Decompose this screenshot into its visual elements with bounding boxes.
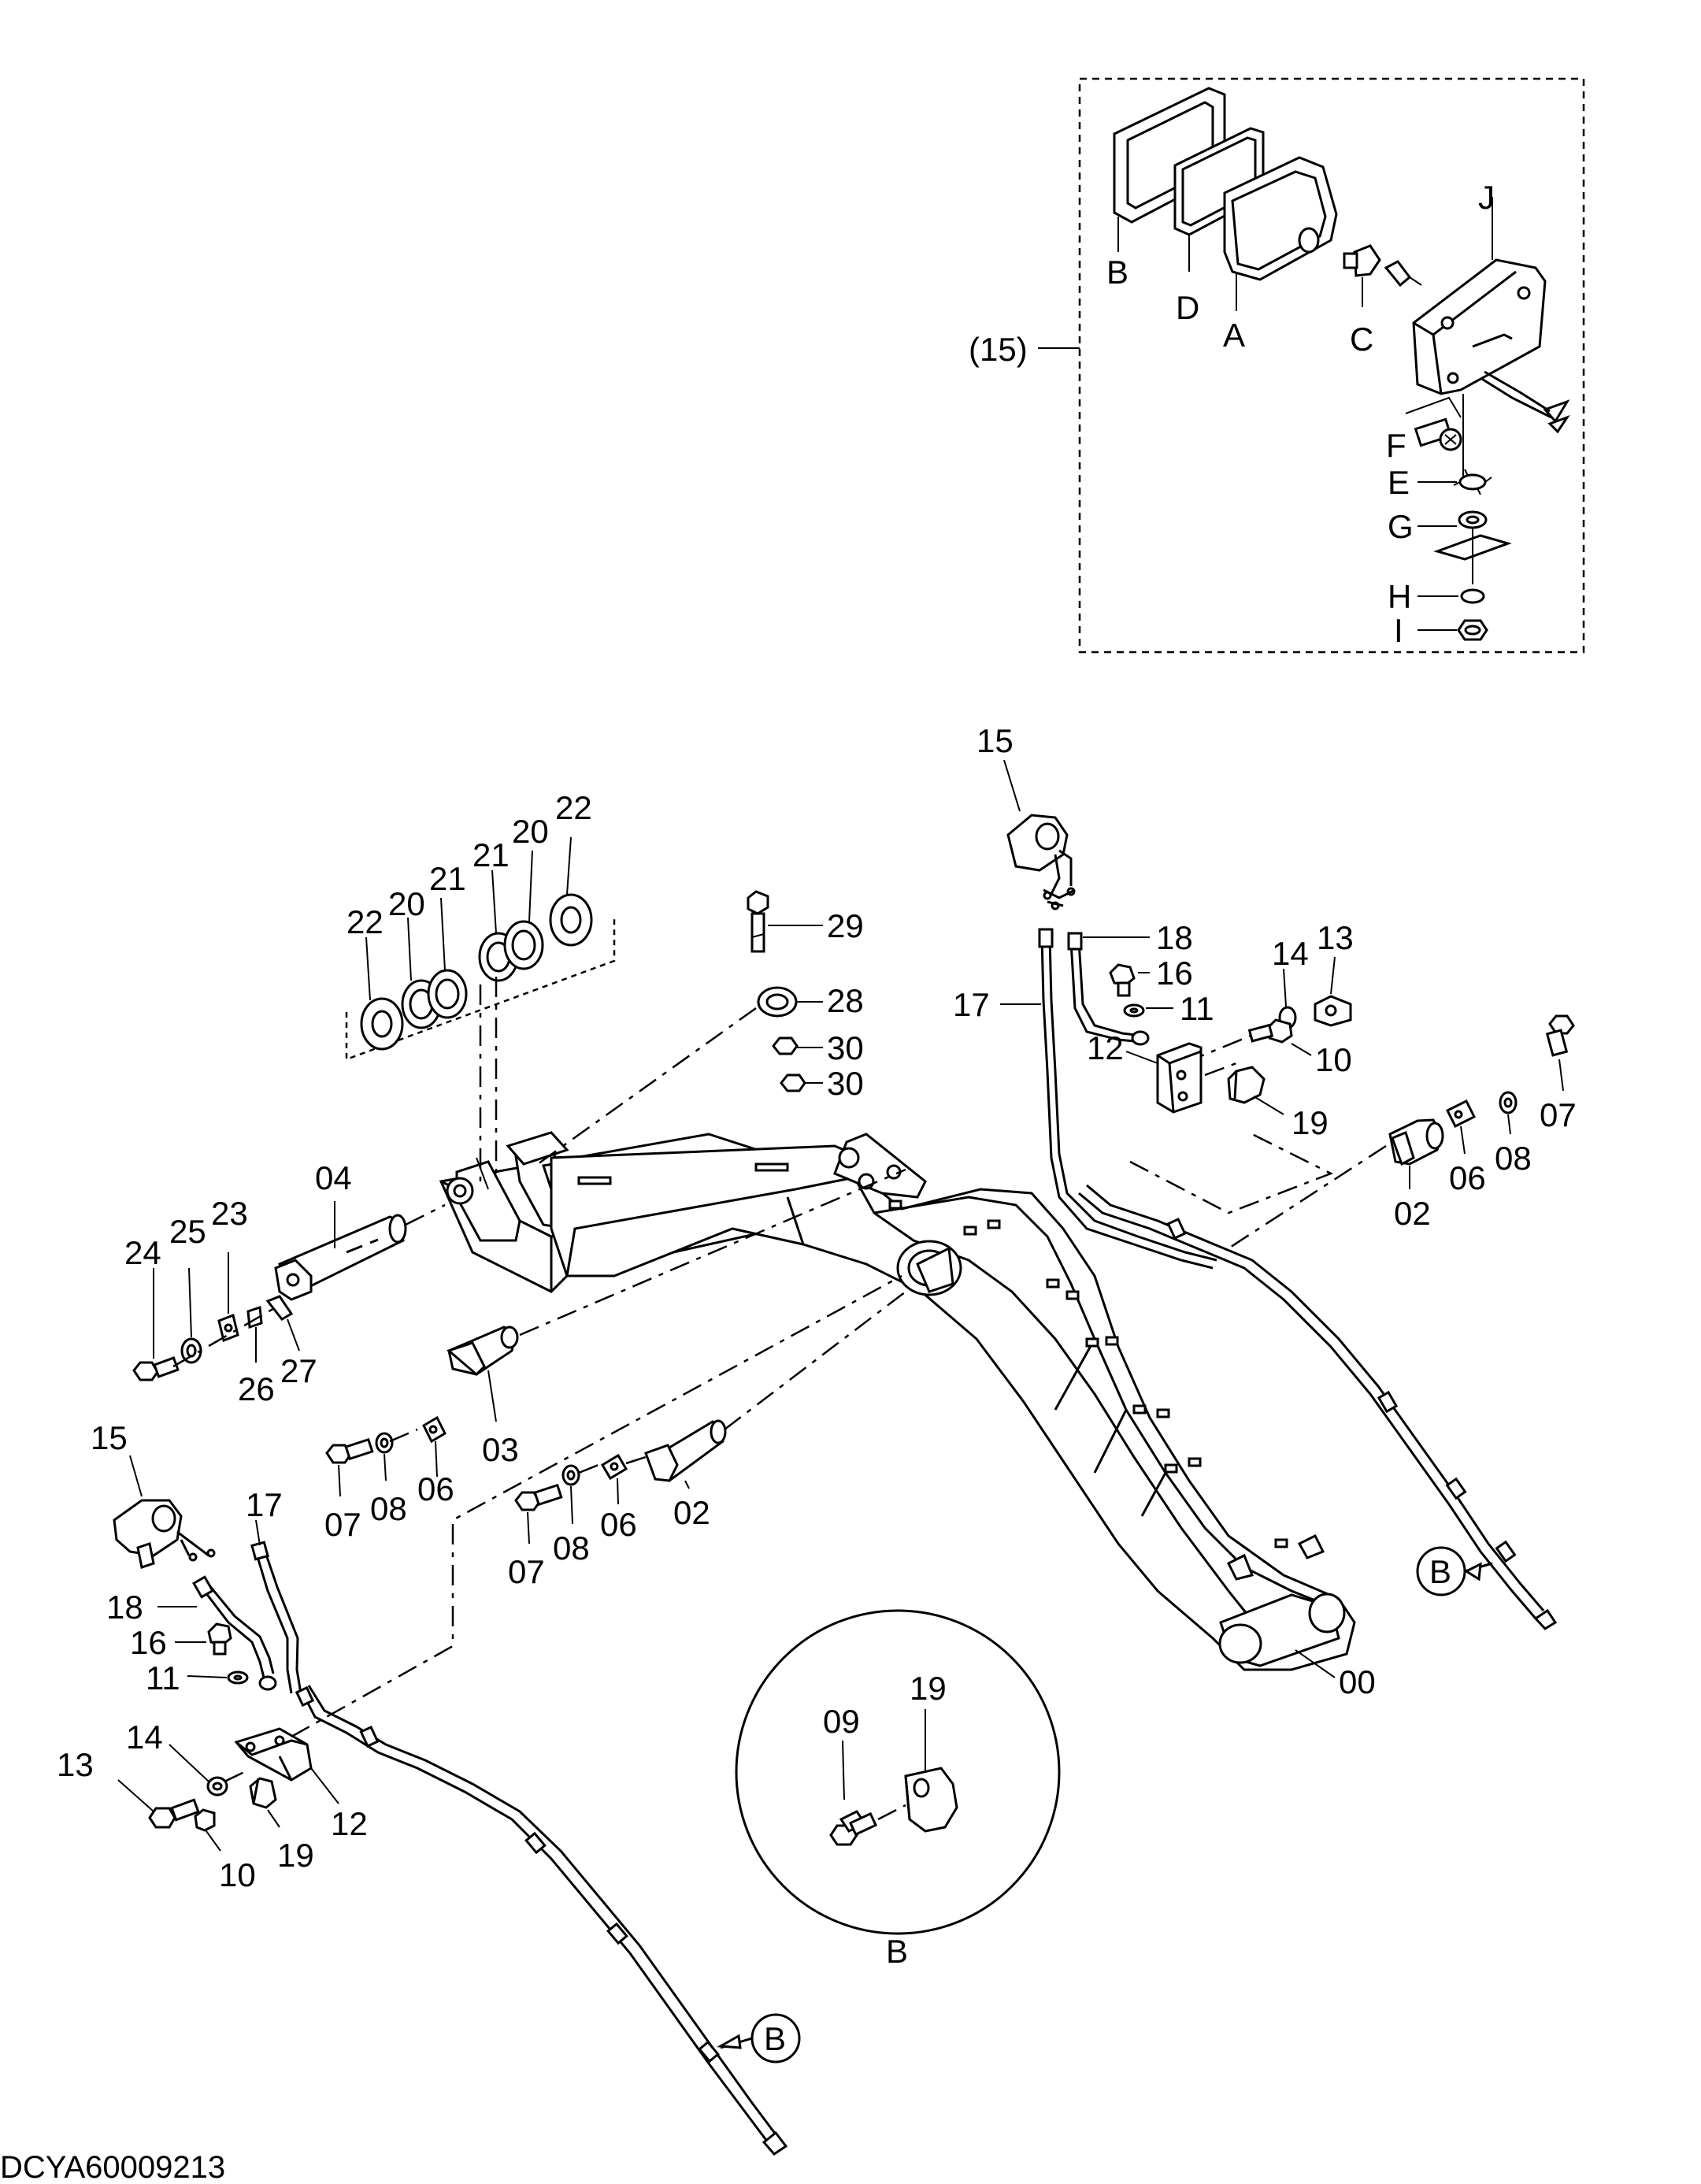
- boom-clamp-tabs: [577, 1162, 1288, 1548]
- label-H: H: [1388, 578, 1411, 615]
- washer-G: [1458, 510, 1488, 529]
- detail-B: [735, 1609, 1061, 1935]
- light-assembly-detail: (15) B D A C: [969, 77, 1585, 654]
- label-B: B: [1106, 254, 1128, 291]
- detail-group-label: (15): [969, 331, 1028, 368]
- callout-24: 24: [124, 1234, 161, 1271]
- callout-16-left: 16: [130, 1624, 167, 1661]
- bulb: [1343, 244, 1381, 277]
- callout-25: 25: [169, 1213, 206, 1250]
- callout-14-left: 14: [126, 1719, 163, 1756]
- ref-B-left: B: [764, 2020, 786, 2057]
- cable-left: [295, 1685, 801, 2156]
- callout-14-right: 14: [1272, 935, 1309, 972]
- label-I: I: [1394, 612, 1403, 649]
- pin-04-assembly: [132, 1201, 446, 1381]
- drawing-code: DCYA60009213: [0, 2150, 225, 2184]
- callout-22-left: 22: [346, 903, 384, 940]
- callout-20-right: 20: [512, 813, 549, 850]
- callout-09: 09: [823, 1703, 860, 1740]
- nut-I: [1457, 619, 1488, 641]
- callout-18-left: 18: [106, 1589, 143, 1626]
- callout-19-right: 19: [1292, 1104, 1329, 1141]
- label-C: C: [1350, 321, 1373, 358]
- spring-washer-H: [1460, 588, 1485, 604]
- bracket-set-right: [1125, 956, 1352, 1115]
- callout-23: 23: [211, 1195, 248, 1232]
- work-light-right: [1003, 759, 1076, 910]
- callout-08-c: 08: [1495, 1140, 1532, 1177]
- callout-08-a: 08: [370, 1490, 407, 1527]
- cable-right: [1078, 1184, 1558, 1630]
- callout-00: 00: [1339, 1663, 1376, 1700]
- detail-B-circle: [735, 1609, 1061, 1935]
- callout-02-a: 02: [673, 1494, 710, 1531]
- bolt-set-center: [514, 1291, 906, 1544]
- bolt-set-left: [325, 1415, 447, 1497]
- shim-stack: [345, 836, 616, 1181]
- callout-22-right: 22: [555, 789, 592, 826]
- callout-12-right: 12: [1087, 1029, 1124, 1066]
- detail-frame: [1078, 77, 1585, 654]
- callout-29: 29: [827, 907, 864, 944]
- bracket-set-left: [117, 1727, 339, 1852]
- callout-19-detail: 19: [910, 1670, 947, 1707]
- callout-07-b: 07: [508, 1553, 545, 1590]
- callout-07-a: 07: [324, 1506, 361, 1543]
- callout-10-left: 10: [219, 1856, 256, 1893]
- callout-21-left: 21: [429, 860, 466, 897]
- work-light-left: [113, 1455, 216, 1569]
- hoses-left: [158, 1519, 302, 1694]
- callout-13-right: 13: [1317, 919, 1354, 956]
- callout-20-left: 20: [388, 885, 425, 922]
- label-F: F: [1386, 427, 1406, 464]
- callout-04: 04: [315, 1159, 352, 1196]
- callout-11-right: 11: [1180, 990, 1214, 1027]
- callout-06-b: 06: [600, 1506, 637, 1543]
- lock-washer-E: [1453, 469, 1492, 495]
- label-A: A: [1223, 317, 1245, 354]
- lamp-lens: [1223, 156, 1338, 281]
- callout-15-right: 15: [976, 722, 1014, 759]
- screw-F: [1414, 417, 1462, 451]
- callout-21-right: 21: [472, 836, 510, 873]
- callout-16-right: 16: [1156, 955, 1193, 992]
- callout-12-left: 12: [331, 1805, 368, 1842]
- callout-06-c: 06: [1449, 1159, 1486, 1196]
- callout-11-left: 11: [146, 1659, 180, 1696]
- callout-08-b: 08: [553, 1530, 590, 1567]
- callout-02-b: 02: [1394, 1195, 1431, 1232]
- callout-28: 28: [827, 982, 864, 1019]
- label-E: E: [1388, 464, 1410, 501]
- label-J: J: [1478, 179, 1495, 216]
- callout-03: 03: [482, 1431, 519, 1468]
- bolt-29-set: [535, 890, 823, 1167]
- callout-27: 27: [280, 1352, 317, 1389]
- hoses-right: [1000, 928, 1217, 1270]
- callout-17-left: 17: [246, 1486, 283, 1523]
- detail-B-label: B: [886, 1933, 908, 1970]
- callout-30-lower: 30: [827, 1065, 864, 1102]
- callout-18-right: 18: [1156, 919, 1193, 956]
- lamp-housing: [1412, 258, 1570, 434]
- callout-07-c: 07: [1540, 1096, 1577, 1133]
- pin-set-far-right: [1228, 1014, 1575, 1250]
- callout-26: 26: [238, 1370, 275, 1407]
- pin-03: [447, 1168, 906, 1422]
- callout-15-left: 15: [91, 1419, 128, 1456]
- callout-13-left: 13: [57, 1746, 94, 1783]
- boom: [439, 1131, 1356, 1671]
- label-D: D: [1176, 289, 1199, 326]
- label-G: G: [1388, 508, 1414, 545]
- callout-06-a: 06: [417, 1470, 454, 1507]
- ref-B-right: B: [1429, 1553, 1451, 1590]
- callout-10-right: 10: [1315, 1041, 1352, 1078]
- callout-30-upper: 30: [827, 1029, 864, 1066]
- callout-17-right: 17: [953, 986, 990, 1023]
- callout-19-left: 19: [277, 1837, 314, 1874]
